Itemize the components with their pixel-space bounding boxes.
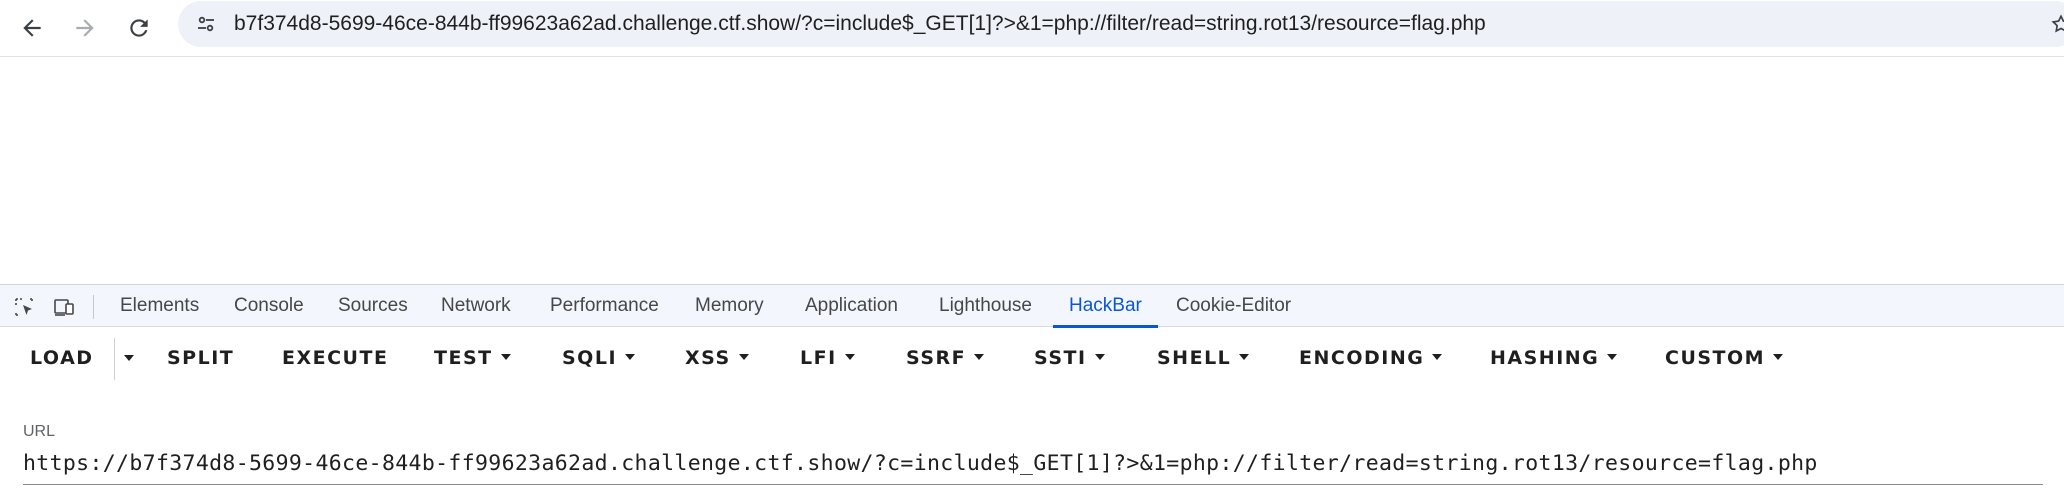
load-dropdown-caret-icon[interactable]	[124, 355, 134, 361]
reload-icon	[130, 19, 148, 37]
split-label: SPLIT	[167, 347, 235, 369]
chevron-down-icon	[974, 353, 985, 360]
chevron-down-icon	[844, 353, 855, 360]
inspect-element-button[interactable]	[10, 293, 38, 321]
sqli-menu-button[interactable]: SQLI	[562, 328, 636, 388]
chevron-down-icon	[1239, 353, 1250, 360]
custom-menu-button[interactable]: CUSTOM	[1665, 328, 1784, 388]
tab-lighthouse[interactable]: Lighthouse	[939, 295, 1032, 316]
chevron-down-icon	[738, 353, 749, 360]
shell-menu-button[interactable]: SHELL	[1157, 328, 1250, 388]
xss-menu-button[interactable]: XSS	[685, 328, 749, 388]
chevron-down-icon	[1432, 353, 1443, 360]
tab-hackbar[interactable]: HackBar	[1053, 285, 1158, 328]
tune-icon	[198, 16, 214, 32]
page-viewport	[0, 58, 2064, 284]
toolbar-divider	[93, 295, 94, 319]
load-button[interactable]: LOAD	[30, 328, 94, 388]
tab-memory[interactable]: Memory	[695, 295, 764, 316]
reload-button[interactable]	[119, 8, 159, 48]
site-info-button[interactable]	[190, 8, 222, 40]
tab-network[interactable]: Network	[441, 295, 511, 316]
ssrf-label: SSRF	[906, 347, 967, 369]
execute-label: EXECUTE	[282, 347, 389, 369]
encoding-label: ENCODING	[1299, 347, 1425, 369]
tab-cookie-editor[interactable]: Cookie-Editor	[1176, 295, 1292, 316]
test-menu-button[interactable]: TEST	[434, 328, 511, 388]
load-label: LOAD	[30, 347, 94, 369]
address-bar[interactable]: b7f374d8-5699-46ce-844b-ff99623a62ad.cha…	[178, 1, 2064, 47]
ssti-label: SSTI	[1034, 347, 1087, 369]
browser-toolbar: b7f374d8-5699-46ce-844b-ff99623a62ad.cha…	[0, 0, 2064, 57]
ssrf-menu-button[interactable]: SSRF	[906, 328, 985, 388]
tab-elements[interactable]: Elements	[120, 295, 200, 316]
xss-label: XSS	[685, 347, 731, 369]
hackbar-toolbar: LOAD SPLIT EXECUTE TEST SQLI XSS LFI SSR…	[0, 328, 2064, 388]
load-split-divider	[114, 338, 115, 380]
chevron-down-icon	[1773, 353, 1784, 360]
chevron-down-icon	[500, 353, 511, 360]
chevron-down-icon	[1607, 353, 1618, 360]
address-bar-url[interactable]: b7f374d8-5699-46ce-844b-ff99623a62ad.cha…	[234, 12, 1486, 35]
lfi-label: LFI	[800, 347, 837, 369]
test-label: TEST	[434, 347, 493, 369]
hashing-menu-button[interactable]: HASHING	[1490, 328, 1618, 388]
encoding-menu-button[interactable]: ENCODING	[1299, 328, 1443, 388]
sqli-label: SQLI	[562, 347, 618, 369]
ssti-menu-button[interactable]: SSTI	[1034, 328, 1105, 388]
devtools-panel: Elements Console Sources Network Perform…	[0, 284, 2064, 501]
devtools-tabbar: Elements Console Sources Network Perform…	[0, 285, 2064, 328]
tab-console[interactable]: Console	[234, 295, 304, 316]
execute-button[interactable]: EXECUTE	[282, 328, 388, 388]
forward-arrow-icon	[76, 19, 94, 37]
tab-application[interactable]: Application	[805, 295, 898, 316]
inspect-cursor-icon	[15, 298, 33, 316]
hashing-label: HASHING	[1490, 347, 1600, 369]
lfi-menu-button[interactable]: LFI	[800, 328, 855, 388]
chevron-down-icon	[1094, 353, 1105, 360]
chevron-down-icon	[625, 353, 636, 360]
back-button[interactable]	[12, 8, 52, 48]
custom-label: CUSTOM	[1665, 347, 1766, 369]
forward-button[interactable]	[65, 8, 105, 48]
device-toolbar-button[interactable]	[50, 293, 78, 321]
tab-sources[interactable]: Sources	[338, 295, 408, 316]
split-button[interactable]: SPLIT	[167, 328, 234, 388]
back-arrow-icon	[23, 19, 41, 37]
hackbar-url-value[interactable]: https://b7f374d8-5699-46ce-844b-ff99623a…	[23, 451, 1818, 476]
url-field-label: URL	[23, 423, 56, 440]
hackbar-url-input[interactable]: https://b7f374d8-5699-46ce-844b-ff99623a…	[23, 447, 2043, 485]
star-icon[interactable]	[2050, 13, 2064, 35]
device-toggle-icon	[54, 299, 74, 316]
tab-performance[interactable]: Performance	[550, 295, 659, 316]
shell-label: SHELL	[1157, 347, 1232, 369]
